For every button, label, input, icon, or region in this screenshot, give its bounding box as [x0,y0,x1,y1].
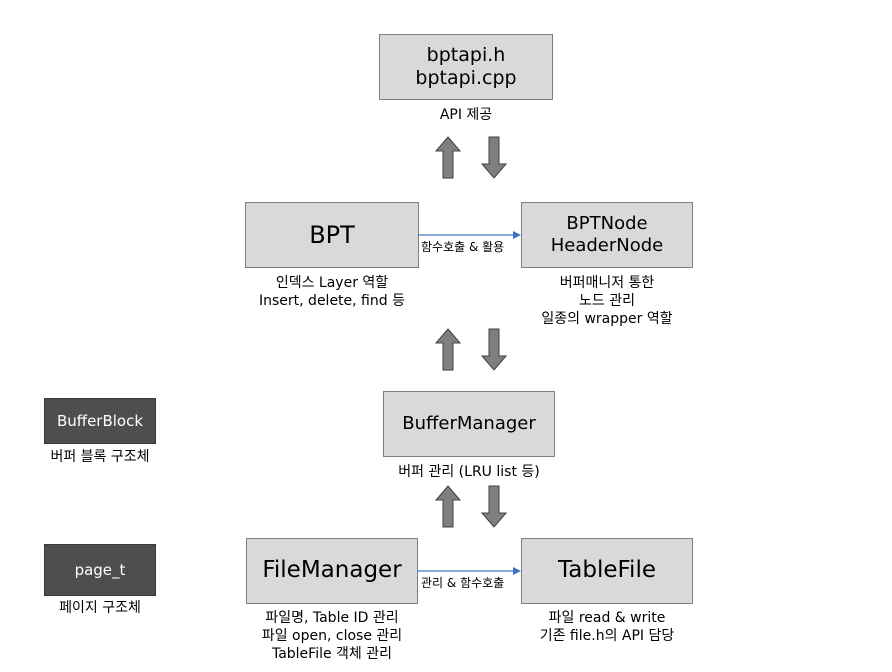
down-arrow-icon [481,136,507,179]
buffermanager-caption-text: 버퍼 관리 (LRU list 등) [398,464,540,480]
bpt-label: BPT [309,220,355,249]
connector-arrowhead-icon [513,567,521,575]
up-arrow-icon [435,328,461,371]
filemanager-caption-line: TableFile 객체 관리 [271,646,393,663]
down-arrow-icon [481,328,507,371]
down-arrow-icon [481,485,507,528]
buffermanager-caption: 버퍼 관리 (LRU list 등) [359,463,579,481]
bptapi-caption-text: API 제공 [439,107,493,123]
filemanager-label: FileManager [262,557,402,584]
tablefile-caption-line: 기존 file.h의 API 담당 [539,628,675,645]
bptnode-caption-line: 노드 관리 [579,293,635,310]
page-t-label: page_t [74,561,126,579]
bpt-caption-line: Insert, delete, find 등 [259,293,405,310]
bufferblock-caption: 버퍼 블록 구조체 [30,448,170,466]
bptnode-caption-line: 일종의 wrapper 역할 [541,311,673,328]
filemanager-box: FileManager [246,538,418,604]
bpt-connector-label: 함수호출 & 활용 [421,240,505,254]
filemanager-connector-label: 관리 & 함수호출 [421,576,505,590]
filemanager-caption-line: 파일명, Table ID 관리 [265,610,399,626]
buffermanager-label: BufferManager [402,413,536,435]
page-t-caption-text: 페이지 구조체 [59,600,141,616]
bptnode-caption: 버퍼매니저 통한 노드 관리 일종의 wrapper 역할 [507,274,707,329]
bpt-caption: 인덱스 Layer 역할 Insert, delete, find 등 [232,274,432,310]
tablefile-caption: 파일 read & write 기존 file.h의 API 담당 [497,609,717,645]
bptapi-caption: API 제공 [379,106,553,124]
headernode-label: HeaderNode [550,235,664,256]
filemanager-caption: 파일명, Table ID 관리 파일 open, close 관리 Table… [222,609,442,664]
connector-arrowhead-icon [513,231,521,239]
tablefile-label: TableFile [558,557,656,584]
bptapi-h-label: bptapi.h [426,44,506,67]
filemanager-caption-line: 파일 open, close 관리 [261,628,403,645]
up-arrow-icon [435,136,461,179]
bpt-caption-line: 인덱스 Layer 역할 [275,275,389,291]
bptnode-label: BPTNode [566,213,648,235]
tablefile-caption-line: 파일 read & write [548,610,666,626]
bufferblock-label: BufferBlock [56,412,144,430]
bptnode-caption-line: 버퍼매니저 통한 [559,275,655,291]
page-t-box: page_t [44,544,156,596]
bpt-box: BPT [245,202,419,268]
page-t-caption: 페이지 구조체 [30,599,170,617]
bptapi-cpp-label: bptapi.cpp [415,67,517,89]
bufferblock-caption-text: 버퍼 블록 구조체 [50,449,150,465]
bufferblock-box: BufferBlock [44,398,156,444]
buffermanager-box: BufferManager [383,391,555,457]
tablefile-box: TableFile [521,538,693,604]
bptapi-box: bptapi.h bptapi.cpp [379,34,553,100]
up-arrow-icon [435,485,461,528]
bptnode-box: BPTNode HeaderNode [521,202,693,268]
